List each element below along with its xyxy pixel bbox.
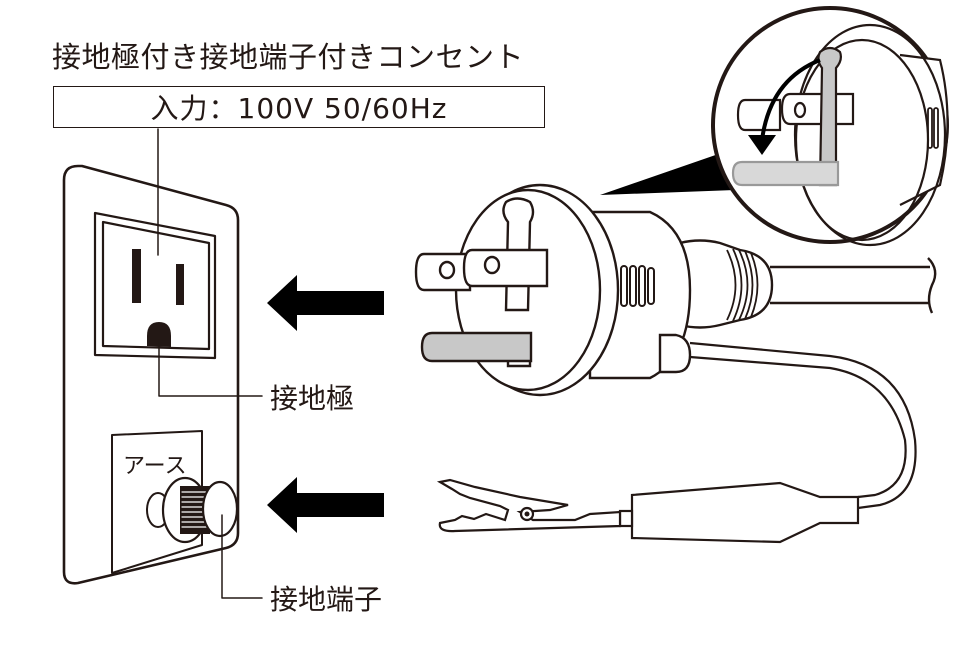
outlet-inner-frame bbox=[101, 220, 211, 351]
outlet-ground-hole bbox=[147, 322, 171, 347]
detail-callout bbox=[600, 6, 949, 247]
wall-plate bbox=[62, 164, 240, 585]
ground-wire bbox=[689, 341, 917, 510]
plug-arrow-icon bbox=[267, 275, 384, 331]
earth-terminal-panel bbox=[111, 430, 203, 574]
alligator-clip bbox=[436, 478, 860, 544]
earth-label: アース bbox=[123, 454, 187, 479]
outlet-outer-frame bbox=[93, 211, 217, 360]
clip-sleeve bbox=[630, 481, 860, 544]
ground-pole-leader bbox=[158, 339, 263, 397]
power-cable bbox=[770, 257, 937, 314]
clip-jaws bbox=[436, 478, 622, 533]
outlet-slot-left bbox=[132, 249, 141, 303]
input-spec-text: 入力：100V 50/60Hz bbox=[150, 92, 448, 125]
input-spec-box: 入力：100V 50/60Hz bbox=[53, 86, 545, 128]
power-plug bbox=[414, 183, 774, 397]
outlet bbox=[93, 211, 217, 360]
ground-pole-label: 接地極 bbox=[270, 382, 355, 415]
outlet-slot-right bbox=[176, 264, 184, 305]
ground-terminal-label: 接地端子 bbox=[270, 583, 383, 616]
earth-terminal-knob bbox=[146, 476, 239, 544]
diagram-title: 接地極付き接地端子付きコンセント bbox=[52, 40, 525, 74]
ground-terminal-leader bbox=[221, 514, 263, 599]
clip-arrow-icon bbox=[267, 477, 384, 533]
